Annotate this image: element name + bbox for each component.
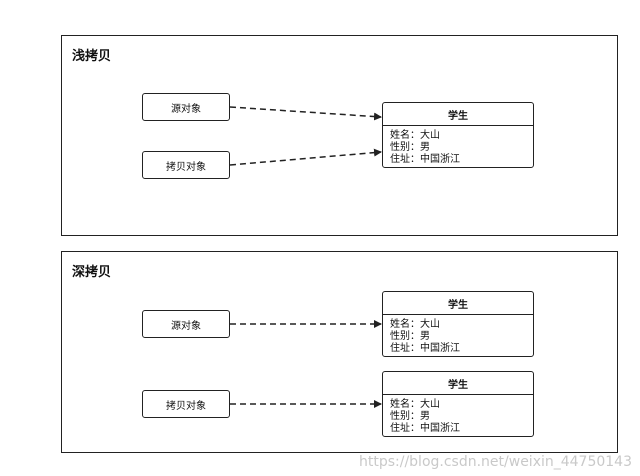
card-body: 姓名：大山 性别：男 住址：中国浙江 [383, 395, 533, 439]
copy-object-node: 拷贝对象 [142, 390, 230, 418]
panel-title: 深拷贝 [72, 265, 112, 280]
field-address: 住址：中国浙江 [390, 343, 460, 354]
field-address: 住址：中国浙江 [390, 423, 460, 434]
node-label: 拷贝对象 [166, 400, 206, 412]
field-name: 姓名：大山 [390, 319, 440, 330]
student-card: 学生 姓名：大山 性别：男 住址：中国浙江 [382, 291, 534, 357]
panel-title: 浅拷贝 [72, 49, 112, 64]
watermark: https://blog.csdn.net/weixin_44750143 [358, 454, 632, 470]
field-gender: 性别：男 [390, 331, 430, 342]
node-label: 源对象 [171, 320, 201, 332]
field-gender: 性别：男 [390, 411, 430, 422]
card-header: 学生 [383, 372, 533, 395]
field-gender: 性别：男 [390, 142, 430, 153]
card-body: 姓名：大山 性别：男 住址：中国浙江 [383, 315, 533, 359]
node-label: 拷贝对象 [166, 161, 206, 173]
field-address: 住址：中国浙江 [390, 154, 460, 165]
copy-object-node: 拷贝对象 [142, 151, 230, 179]
card-header: 学生 [383, 292, 533, 315]
node-label: 源对象 [171, 103, 201, 115]
arrow-source-to-student [229, 106, 382, 121]
arrow-copy-to-student [229, 148, 382, 166]
student-card: 学生 姓名：大山 性别：男 住址：中国浙江 [382, 371, 534, 437]
card-body: 姓名：大山 性别：男 住址：中国浙江 [383, 126, 533, 170]
field-name: 姓名：大山 [390, 399, 440, 410]
field-name: 姓名：大山 [390, 130, 440, 141]
card-header: 学生 [383, 103, 533, 126]
student-card: 学生 姓名：大山 性别：男 住址：中国浙江 [382, 102, 534, 168]
source-object-node: 源对象 [142, 310, 230, 338]
source-object-node: 源对象 [142, 93, 230, 121]
